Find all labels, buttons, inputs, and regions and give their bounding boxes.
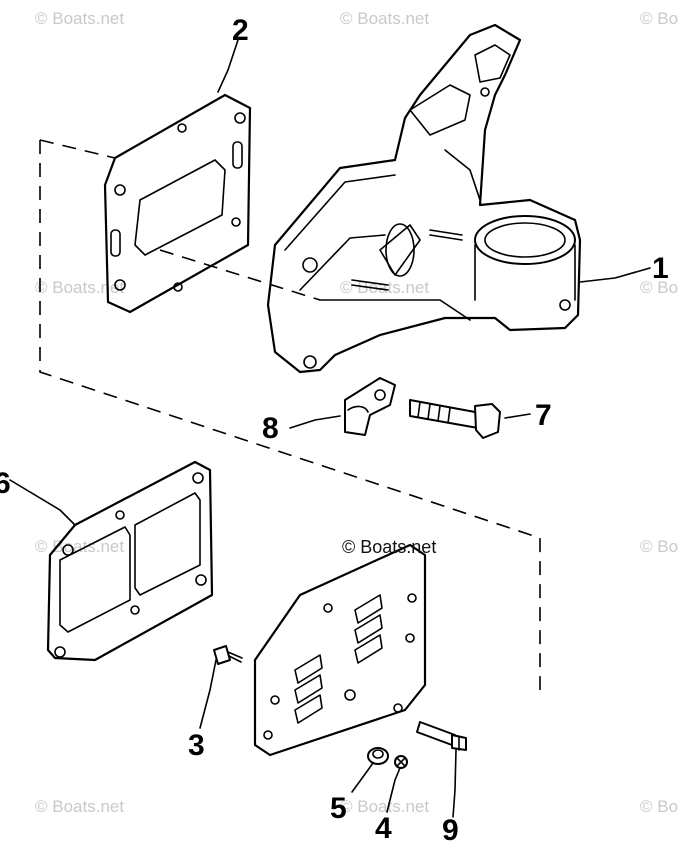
upper-gasket-part-2 — [103, 93, 252, 314]
leader-lines — [9, 39, 651, 818]
watermark: © Bo — [640, 9, 678, 28]
watermark: © Bo — [640, 537, 678, 556]
watermark: © Bo — [640, 797, 678, 816]
clamp-part-8 — [344, 377, 396, 436]
watermark: © Boats.net — [340, 797, 429, 816]
reed-plate-assembly — [253, 543, 427, 757]
bolt-part-7 — [409, 399, 501, 439]
screw-part-9 — [416, 721, 467, 751]
housing-part-1 — [266, 23, 582, 374]
watermark: © Bo — [640, 278, 678, 297]
spacer-part-5 — [367, 747, 389, 765]
watermark: © Boats.net — [35, 278, 124, 297]
callout-labels: 2 1 7 8 6 3 5 4 9 — [0, 14, 669, 847]
callout-9: 9 — [442, 814, 459, 847]
watermark: © Boats.net — [340, 9, 429, 28]
watermarks: © Boats.net © Boats.net © Bo © Boats.net… — [35, 9, 678, 816]
callout-1: 1 — [652, 252, 669, 285]
callout-6: 6 — [0, 467, 11, 500]
alignment-dashes — [39, 139, 541, 690]
watermark: © Boats.net — [35, 537, 124, 556]
watermark: © Boats.net — [35, 9, 124, 28]
callout-4: 4 — [375, 812, 392, 845]
callout-5: 5 — [330, 792, 347, 825]
watermark-dark: © Boats.net — [342, 537, 436, 557]
callout-8: 8 — [262, 412, 279, 445]
watermark: © Boats.net — [35, 797, 124, 816]
watermark: © Boats.net — [340, 278, 429, 297]
lower-gasket-part-6 — [46, 460, 214, 662]
callout-2: 2 — [232, 14, 249, 47]
callout-7: 7 — [535, 399, 552, 432]
callout-3: 3 — [188, 729, 205, 762]
nut-part-4 — [394, 755, 408, 769]
screw-part-3 — [213, 645, 243, 665]
